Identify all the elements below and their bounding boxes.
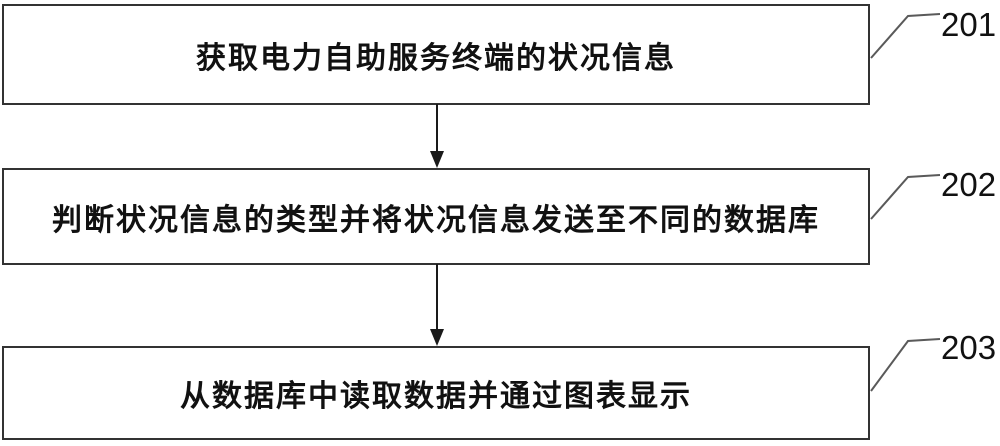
ref-leader-line-203 [870,338,941,392]
ref-leader-line-201 [870,13,941,59]
step-202-label: 判断状况信息的类型并将状况信息发送至不同的数据库 [52,203,820,237]
arrow-down-icon [430,104,444,168]
step-box-203: 从数据库中读取数据并通过图表显示 [2,346,870,440]
step-203-label: 从数据库中读取数据并通过图表显示 [180,380,692,413]
ref-number-203: 203 [941,329,997,366]
step-201-label: 获取电力自助服务终端的状况信息 [196,41,676,75]
step-box-201: 获取电力自助服务终端的状况信息 [2,4,870,105]
ref-number-202: 202 [941,166,997,203]
arrow-down-icon [430,264,444,346]
ref-leader-line-202 [870,174,941,220]
ref-number-201: 201 [941,6,997,43]
step-box-202: 判断状况信息的类型并将状况信息发送至不同的数据库 [2,168,870,265]
